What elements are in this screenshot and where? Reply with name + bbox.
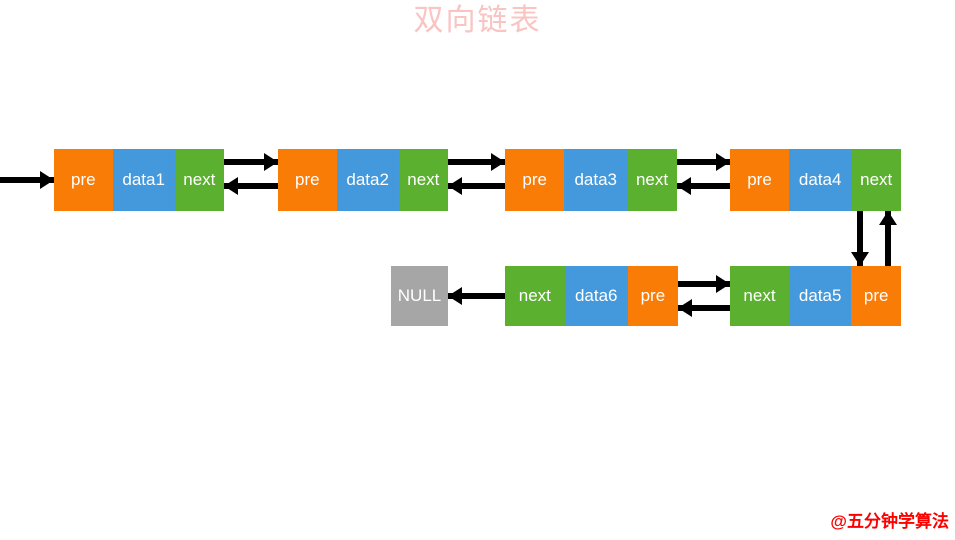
- arrow-head: [224, 177, 238, 195]
- arrow-head: [677, 177, 691, 195]
- node-cell-data: data6: [564, 266, 628, 326]
- arrow-shaft: [677, 183, 730, 189]
- arrow-head: [851, 252, 869, 266]
- arrow-shaft: [677, 159, 730, 165]
- node-cell-next: next: [851, 149, 901, 211]
- arrow-head: [716, 275, 730, 293]
- arrow-shaft: [448, 293, 505, 299]
- node-cell-pre: pre: [505, 149, 565, 211]
- arrow-shaft: [224, 159, 278, 165]
- arrow-head: [491, 153, 505, 171]
- null-terminator-block: NULL: [391, 266, 448, 326]
- node-cell-data: data4: [788, 149, 852, 211]
- arrow-shaft: [0, 177, 54, 183]
- arrow-head: [879, 211, 897, 225]
- node-cell-data: data3: [564, 149, 628, 211]
- arrow-shaft: [885, 211, 891, 266]
- arrow-head: [40, 171, 54, 189]
- node-cell-next: next: [730, 266, 789, 326]
- watermark-signature: @五分钟学算法: [830, 512, 949, 531]
- arrow-head: [716, 153, 730, 171]
- node-cell-next: next: [174, 149, 224, 211]
- node-cell-pre: pre: [627, 266, 678, 326]
- node-cell-pre: pre: [54, 149, 113, 211]
- arrow-head: [448, 177, 462, 195]
- page-title: 双向链表: [413, 4, 542, 37]
- arrow-shaft: [448, 183, 505, 189]
- arrow-head: [448, 287, 462, 305]
- node-cell-next: next: [505, 266, 565, 326]
- node-cell-pre: pre: [851, 266, 901, 326]
- node-cell-data: data5: [788, 266, 852, 326]
- arrow-shaft: [678, 281, 730, 287]
- node-cell-next: next: [627, 149, 677, 211]
- node-cell-next: next: [398, 149, 448, 211]
- arrow-head: [264, 153, 278, 171]
- arrow-shaft: [857, 211, 863, 266]
- arrow-shaft: [224, 183, 278, 189]
- node-cell-data: data1: [112, 149, 175, 211]
- arrow-head: [678, 299, 692, 317]
- arrow-shaft: [448, 159, 505, 165]
- node-cell-pre: pre: [278, 149, 337, 211]
- arrow-shaft: [678, 305, 730, 311]
- node-cell-pre: pre: [730, 149, 789, 211]
- node-cell-data: data2: [336, 149, 399, 211]
